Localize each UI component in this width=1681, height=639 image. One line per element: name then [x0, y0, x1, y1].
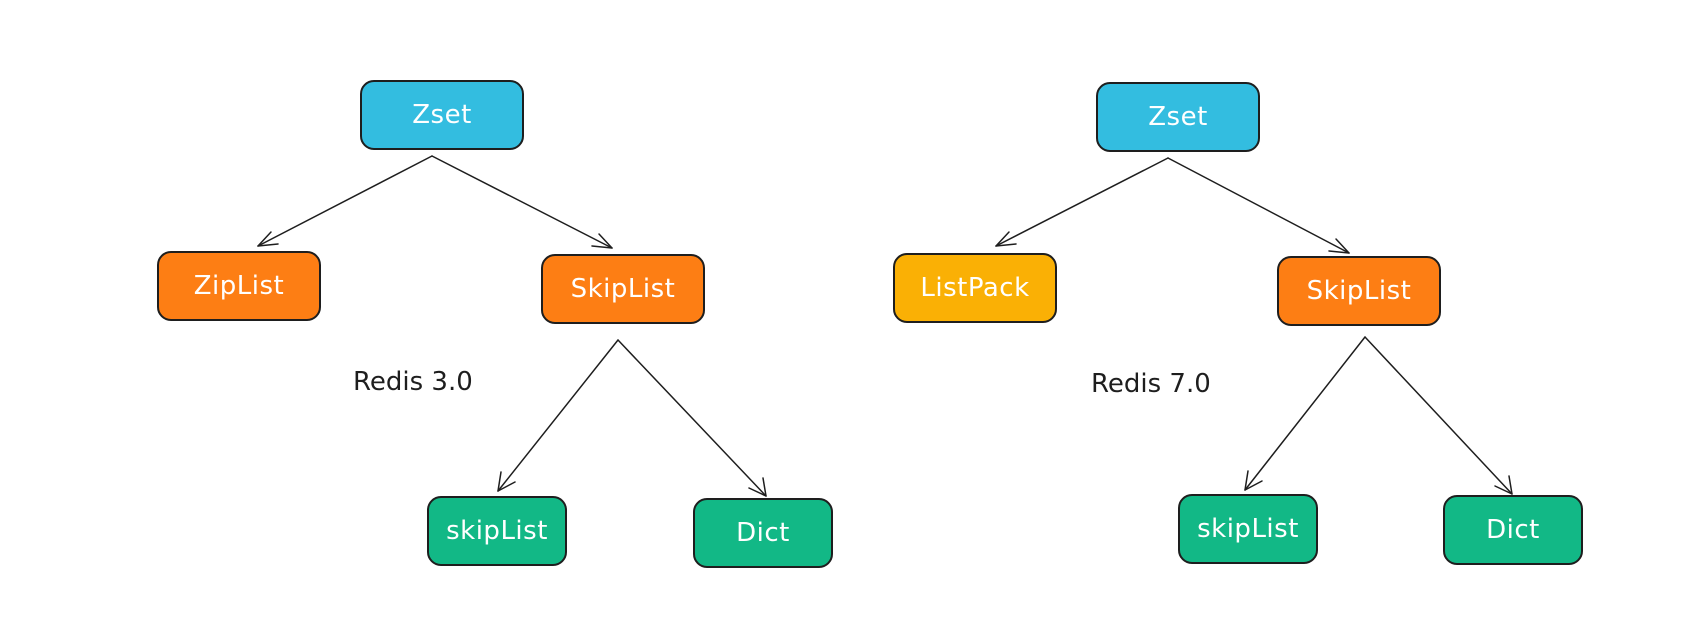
skiplist-encoding-node-label: SkipList: [1306, 276, 1412, 306]
version-caption-v3: Redis 3.0: [353, 367, 473, 397]
edge-skiplist-skiplistleaf-v7: [1244, 336, 1366, 491]
zset-node-label: Zset: [1148, 102, 1208, 132]
edge-skiplist-skiplistleaf-v3: [497, 339, 619, 492]
skiplist-leaf-node-v7: skipList: [1178, 494, 1318, 564]
zset-node-v3: Zset: [360, 80, 524, 150]
skiplist-leaf-node-label: skipList: [1197, 514, 1299, 544]
ziplist-node-v3: ZipList: [157, 251, 321, 321]
dict-node-label: Dict: [1486, 515, 1540, 545]
version-caption-v7: Redis 7.0: [1091, 369, 1211, 399]
skiplist-leaf-node-label: skipList: [446, 516, 548, 546]
skiplist-encoding-node-label: SkipList: [570, 274, 676, 304]
dict-node-v3: Dict: [693, 498, 833, 568]
edge-skiplist-dict-v7: [1364, 336, 1513, 495]
edge-zset-ziplist-v3: [257, 155, 433, 247]
dict-node-label: Dict: [736, 518, 790, 548]
skiplist-leaf-node-v3: skipList: [427, 496, 567, 566]
listpack-node-v7: ListPack: [893, 253, 1057, 323]
skiplist-encoding-node-v3: SkipList: [541, 254, 705, 324]
skiplist-encoding-node-v7: SkipList: [1277, 256, 1441, 326]
zset-node-label: Zset: [412, 100, 472, 130]
edge-zset-skiplist-v3: [431, 155, 613, 249]
zset-node-v7: Zset: [1096, 82, 1260, 152]
ziplist-node-label: ZipList: [193, 271, 285, 301]
listpack-node-label: ListPack: [920, 273, 1030, 303]
edge-zset-skiplist-v7: [1167, 157, 1350, 254]
dict-node-v7: Dict: [1443, 495, 1583, 565]
edge-skiplist-dict-v3: [617, 339, 767, 497]
edge-zset-listpack-v7: [995, 157, 1169, 247]
